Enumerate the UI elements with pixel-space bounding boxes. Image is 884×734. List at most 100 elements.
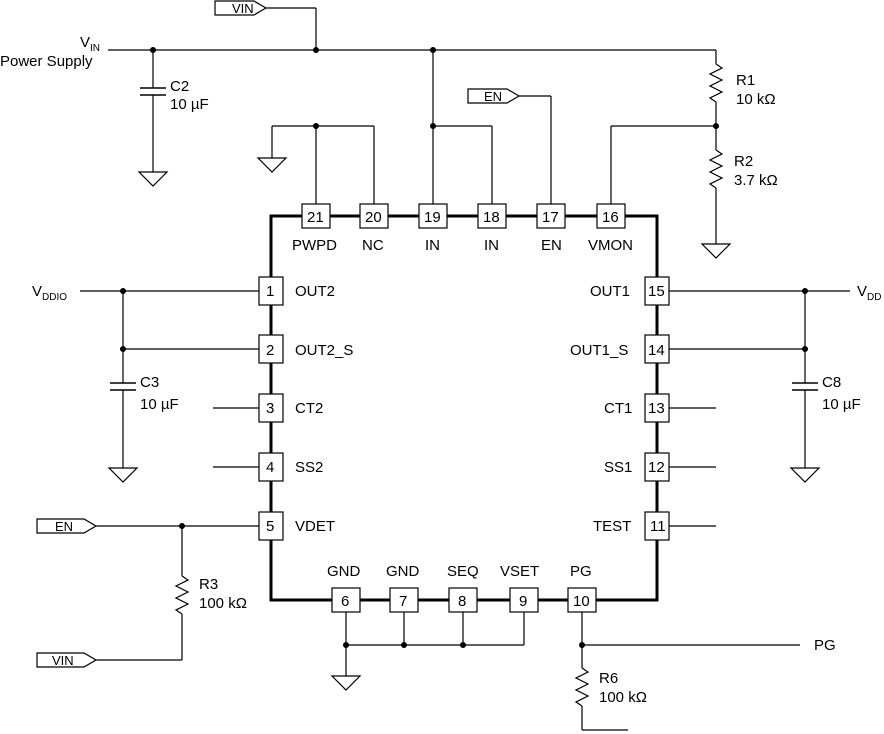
vin-rail [108,7,716,53]
pg-net: PG [579,612,836,668]
pin-16: 16 VMON [588,203,633,254]
pin-14: 14 OUT1_S [570,334,670,364]
pin-4: 4 SS2 [258,452,323,482]
svg-text:6: 6 [341,593,349,610]
svg-text:R2: R2 [734,153,753,170]
svg-text:C2: C2 [170,78,189,95]
vin-flag-bottom: VIN [36,652,98,668]
svg-text:5: 5 [266,518,274,535]
capacitor-c8: C8 10 µF [789,374,861,483]
svg-text:SEQ: SEQ [447,563,479,580]
svg-text:OUT2: OUT2 [295,283,335,300]
capacitor-c3: C3 10 µF [107,374,179,483]
pin-13: 13 CT1 [604,393,670,423]
svg-text:TEST: TEST [593,518,631,535]
pin-3: 3 CT2 [258,393,323,423]
pin-6: 6 GND [327,563,361,613]
svg-text:7: 7 [399,593,407,610]
svg-text:100 kΩ: 100 kΩ [599,689,647,706]
svg-text:2: 2 [266,342,274,359]
svg-text:GND: GND [386,563,420,580]
en-flag-left: EN [36,518,259,534]
pin-8: 8 SEQ [447,563,479,613]
svg-text:IN: IN [425,237,440,254]
svg-text:20: 20 [365,209,382,226]
ground-icon [137,171,169,187]
pin-21: 21 PWPD [292,203,337,254]
vddio-label: VDDIO [32,283,67,303]
svg-text:15: 15 [648,283,665,300]
svg-text:10 kΩ: 10 kΩ [736,91,776,108]
svg-text:GND: GND [327,563,361,580]
vddio-net [80,288,259,383]
pin-10: 10 PG [567,563,597,613]
svg-text:11: 11 [650,518,666,535]
svg-text:10: 10 [573,593,590,610]
svg-text:C3: C3 [140,374,159,391]
svg-text:C8: C8 [822,374,841,391]
svg-text:PG: PG [814,637,836,654]
svg-text:21: 21 [307,209,324,226]
svg-text:1: 1 [266,283,274,300]
svg-text:10 µF: 10 µF [140,396,179,413]
svg-text:3.7 kΩ: 3.7 kΩ [734,172,778,189]
svg-text:17: 17 [542,209,559,226]
svg-text:VSET: VSET [500,563,539,580]
svg-text:16: 16 [602,209,619,226]
svg-text:4: 4 [266,459,274,476]
pin-15: 15 OUT1 [590,276,670,306]
svg-text:13: 13 [648,400,665,417]
svg-text:19: 19 [424,209,441,226]
svg-text:12: 12 [648,459,665,476]
ground-icon [256,157,288,173]
svg-text:10 µF: 10 µF [822,396,861,413]
pin-2: 2 OUT2_S [258,334,353,364]
svg-text:SS2: SS2 [295,459,323,476]
ground-icon [700,243,732,259]
svg-text:R3: R3 [199,576,218,593]
svg-text:SS1: SS1 [604,459,632,476]
pin-9: 9 VSET [500,563,539,613]
svg-text:10 µF: 10 µF [170,96,209,113]
ground-icon [789,467,821,483]
ground-bus [330,612,525,691]
pin-7: 7 GND [386,563,420,613]
pin-17: 17 EN [536,203,566,254]
svg-text:IN: IN [484,237,499,254]
svg-text:NC: NC [362,237,384,254]
svg-text:R1: R1 [736,72,755,89]
svg-text:PG: PG [570,563,592,580]
pin-20: 20 NC [359,203,389,254]
svg-text:EN: EN [541,237,562,254]
svg-text:VMON: VMON [588,237,633,254]
svg-text:CT1: CT1 [604,400,632,417]
svg-text:CT2: CT2 [295,400,323,417]
in-pins-net [430,50,493,204]
pin-19: 19 IN [418,203,448,254]
resistor-r6: R6 100 kΩ [574,667,647,731]
vdd-net [669,288,850,383]
en-flag-top: EN [467,88,552,204]
power-supply-label: Power Supply [0,53,93,70]
svg-text:OUT2_S: OUT2_S [295,342,353,359]
pwpd-nc-net [256,123,375,204]
svg-text:100 kΩ: 100 kΩ [199,595,247,612]
svg-text:14: 14 [648,342,665,359]
pin-18: 18 IN [477,203,507,254]
svg-text:R6: R6 [599,670,618,687]
resistor-r3: R3 100 kΩ [96,526,247,661]
svg-text:OUT1_S: OUT1_S [570,342,628,359]
svg-text:EN: EN [55,519,73,534]
svg-text:9: 9 [519,593,527,610]
vin-flag-top: VIN [214,0,268,16]
vmon-divider: R1 10 kΩ R2 3.7 kΩ [610,50,778,259]
svg-text:3: 3 [266,400,274,417]
capacitor-c2: C2 10 µF [137,50,209,187]
vdd-label: VDD [857,283,881,303]
svg-text:8: 8 [458,593,466,610]
ground-icon [330,675,362,691]
ground-icon [107,467,139,483]
svg-text:OUT1: OUT1 [590,283,630,300]
pin-11: 11 TEST [593,511,670,541]
ic-body [269,214,659,602]
